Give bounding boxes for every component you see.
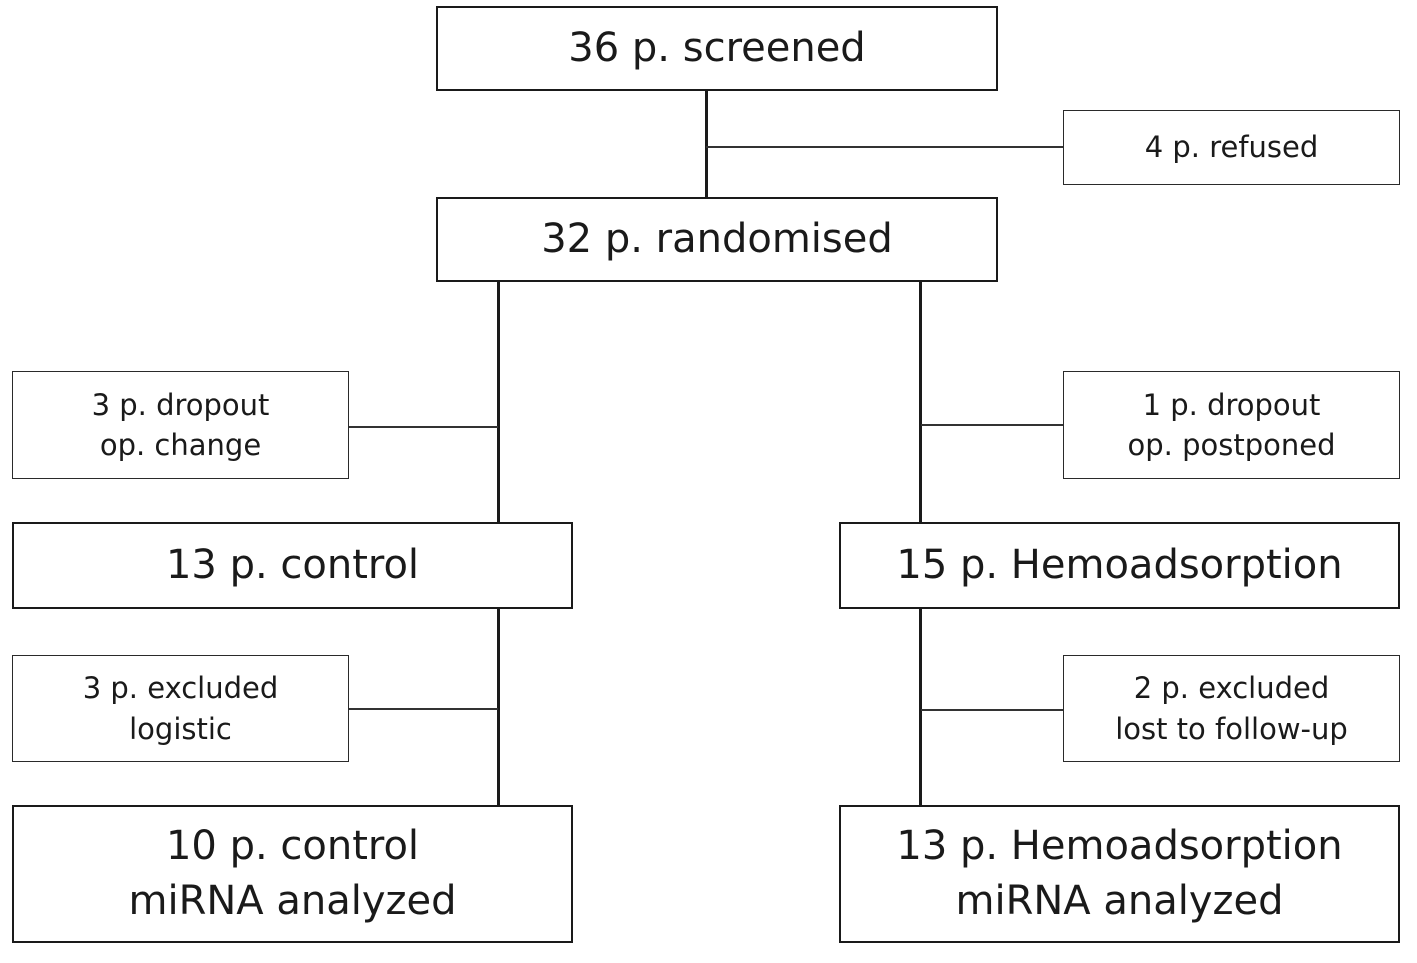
dropout-right-box: 1 p. dropout op. postponed: [1063, 371, 1400, 479]
control-analyzed-line-2: miRNA analyzed: [128, 878, 457, 924]
control-analyzed-box: 10 p. control miRNA analyzed: [12, 805, 573, 943]
connector-hemo-analyzed: [919, 609, 922, 805]
connector-control-analyzed: [497, 609, 500, 805]
hemoadsorption-box: 15 p. Hemoadsorption: [839, 522, 1400, 609]
dropout-right-line-2: op. postponed: [1127, 428, 1336, 462]
hemoadsorption-analyzed-line-2: miRNA analyzed: [955, 878, 1284, 924]
dropout-right-line-1: 1 p. dropout: [1142, 387, 1321, 422]
connector-refused: [706, 146, 1063, 148]
hemoadsorption-analyzed-box: 13 p. Hemoadsorption miRNA analyzed: [839, 805, 1400, 943]
excluded-right-line-1: 2 p. excluded: [1133, 671, 1330, 706]
refused-label: 4 p. refused: [1144, 130, 1319, 165]
screened-box: 36 p. screened: [436, 6, 998, 91]
hemoadsorption-analyzed-line-1: 13 p. Hemoadsorption: [896, 822, 1343, 869]
randomised-label: 32 p. randomised: [541, 215, 893, 262]
excluded-left-box: 3 p. excluded logistic: [12, 655, 349, 762]
connector-dropout-right: [921, 424, 1063, 426]
excluded-right-line-2: lost to follow-up: [1115, 711, 1348, 746]
dropout-left-line-1: 3 p. dropout: [91, 387, 270, 422]
control-label: 13 p. control: [165, 541, 420, 588]
control-box: 13 p. control: [12, 522, 573, 609]
connector-excluded-right: [921, 709, 1063, 711]
connector-randomised-hemo: [919, 282, 922, 522]
refused-box: 4 p. refused: [1063, 110, 1400, 185]
dropout-left-line-2: op. change: [99, 428, 262, 462]
connector-excluded-left: [349, 708, 498, 710]
excluded-left-line-1: 3 p. excluded: [82, 671, 279, 706]
connector-screened-randomised: [705, 91, 708, 197]
screened-label: 36 p. screened: [568, 24, 866, 71]
randomised-box: 32 p. randomised: [436, 197, 998, 282]
hemoadsorption-label: 15 p. Hemoadsorption: [896, 541, 1343, 588]
excluded-left-line-2: logistic: [129, 711, 232, 746]
dropout-left-box: 3 p. dropout op. change: [12, 371, 349, 479]
control-analyzed-line-1: 10 p. control: [165, 822, 420, 869]
excluded-right-box: 2 p. excluded lost to follow-up: [1063, 655, 1400, 762]
connector-dropout-left: [349, 426, 498, 428]
connector-randomised-control: [497, 282, 500, 522]
